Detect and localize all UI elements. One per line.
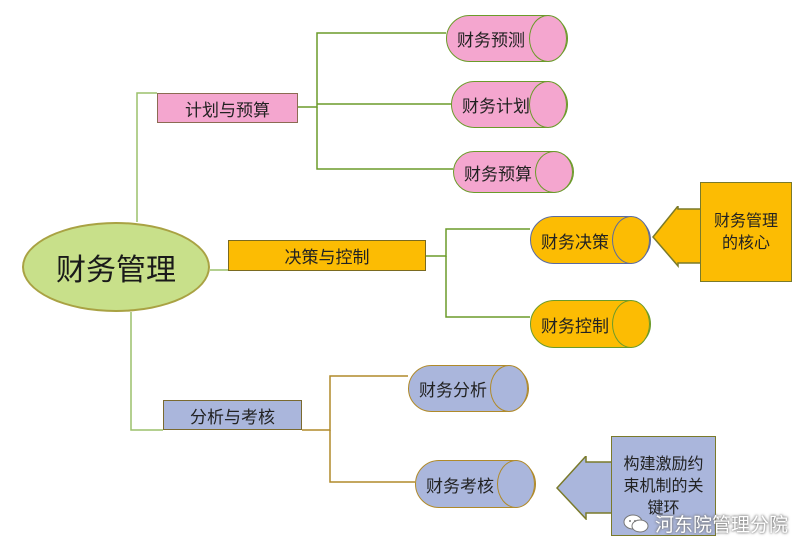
category-label: 分析与考核 — [190, 407, 275, 428]
note-decision-core: 财务管理的核心 — [700, 182, 792, 282]
analysis-branch — [329, 430, 415, 483]
callout-arrow-decision — [652, 206, 703, 268]
node-label: 财务考核 — [426, 476, 494, 497]
category-analysis: 分析与考核 — [163, 400, 302, 430]
node-financial-control: 财务控制 — [530, 300, 651, 348]
root-node: 财务管理 — [22, 222, 210, 312]
decision-branch — [426, 228, 530, 257]
root-label: 财务管理 — [56, 253, 176, 288]
node-financial-assessment: 财务考核 — [415, 460, 536, 508]
wechat-icon — [623, 514, 649, 532]
plan-branch — [316, 107, 453, 170]
plan-branch — [298, 32, 446, 108]
category-decision: 决策与控制 — [228, 240, 426, 271]
node-label: 财务控制 — [541, 316, 609, 337]
node-label: 财务计划 — [462, 97, 530, 117]
note-text: 财务管理的核心 — [713, 211, 778, 252]
node-label: 财务预算 — [464, 164, 532, 185]
watermark: 河东院管理分院 — [623, 510, 788, 537]
trunk-line — [136, 92, 157, 222]
node-financial-decision: 财务决策 — [530, 216, 651, 264]
trunk-line — [130, 312, 163, 431]
node-label: 财务决策 — [541, 232, 609, 253]
callout-arrow-analysis — [556, 456, 614, 520]
node-financial-analysis: 财务分析 — [408, 365, 529, 412]
node-label: 财务分析 — [419, 381, 487, 401]
category-label: 决策与控制 — [284, 248, 370, 268]
node-financial-forecast: 财务预测 — [446, 15, 568, 62]
note-analysis-key: 构建激励约束机制的关键环 — [611, 436, 716, 536]
category-plan: 计划与预算 — [157, 93, 298, 123]
decision-branch — [445, 256, 530, 318]
node-financial-budget: 财务预算 — [453, 151, 574, 193]
analysis-branch — [302, 375, 408, 431]
category-label: 计划与预算 — [185, 100, 270, 121]
watermark-text: 河东院管理分院 — [654, 514, 788, 536]
note-text: 构建激励约束机制的关键环 — [623, 454, 704, 517]
node-financial-plan: 财务计划 — [451, 81, 568, 128]
node-label: 财务预测 — [457, 31, 525, 51]
